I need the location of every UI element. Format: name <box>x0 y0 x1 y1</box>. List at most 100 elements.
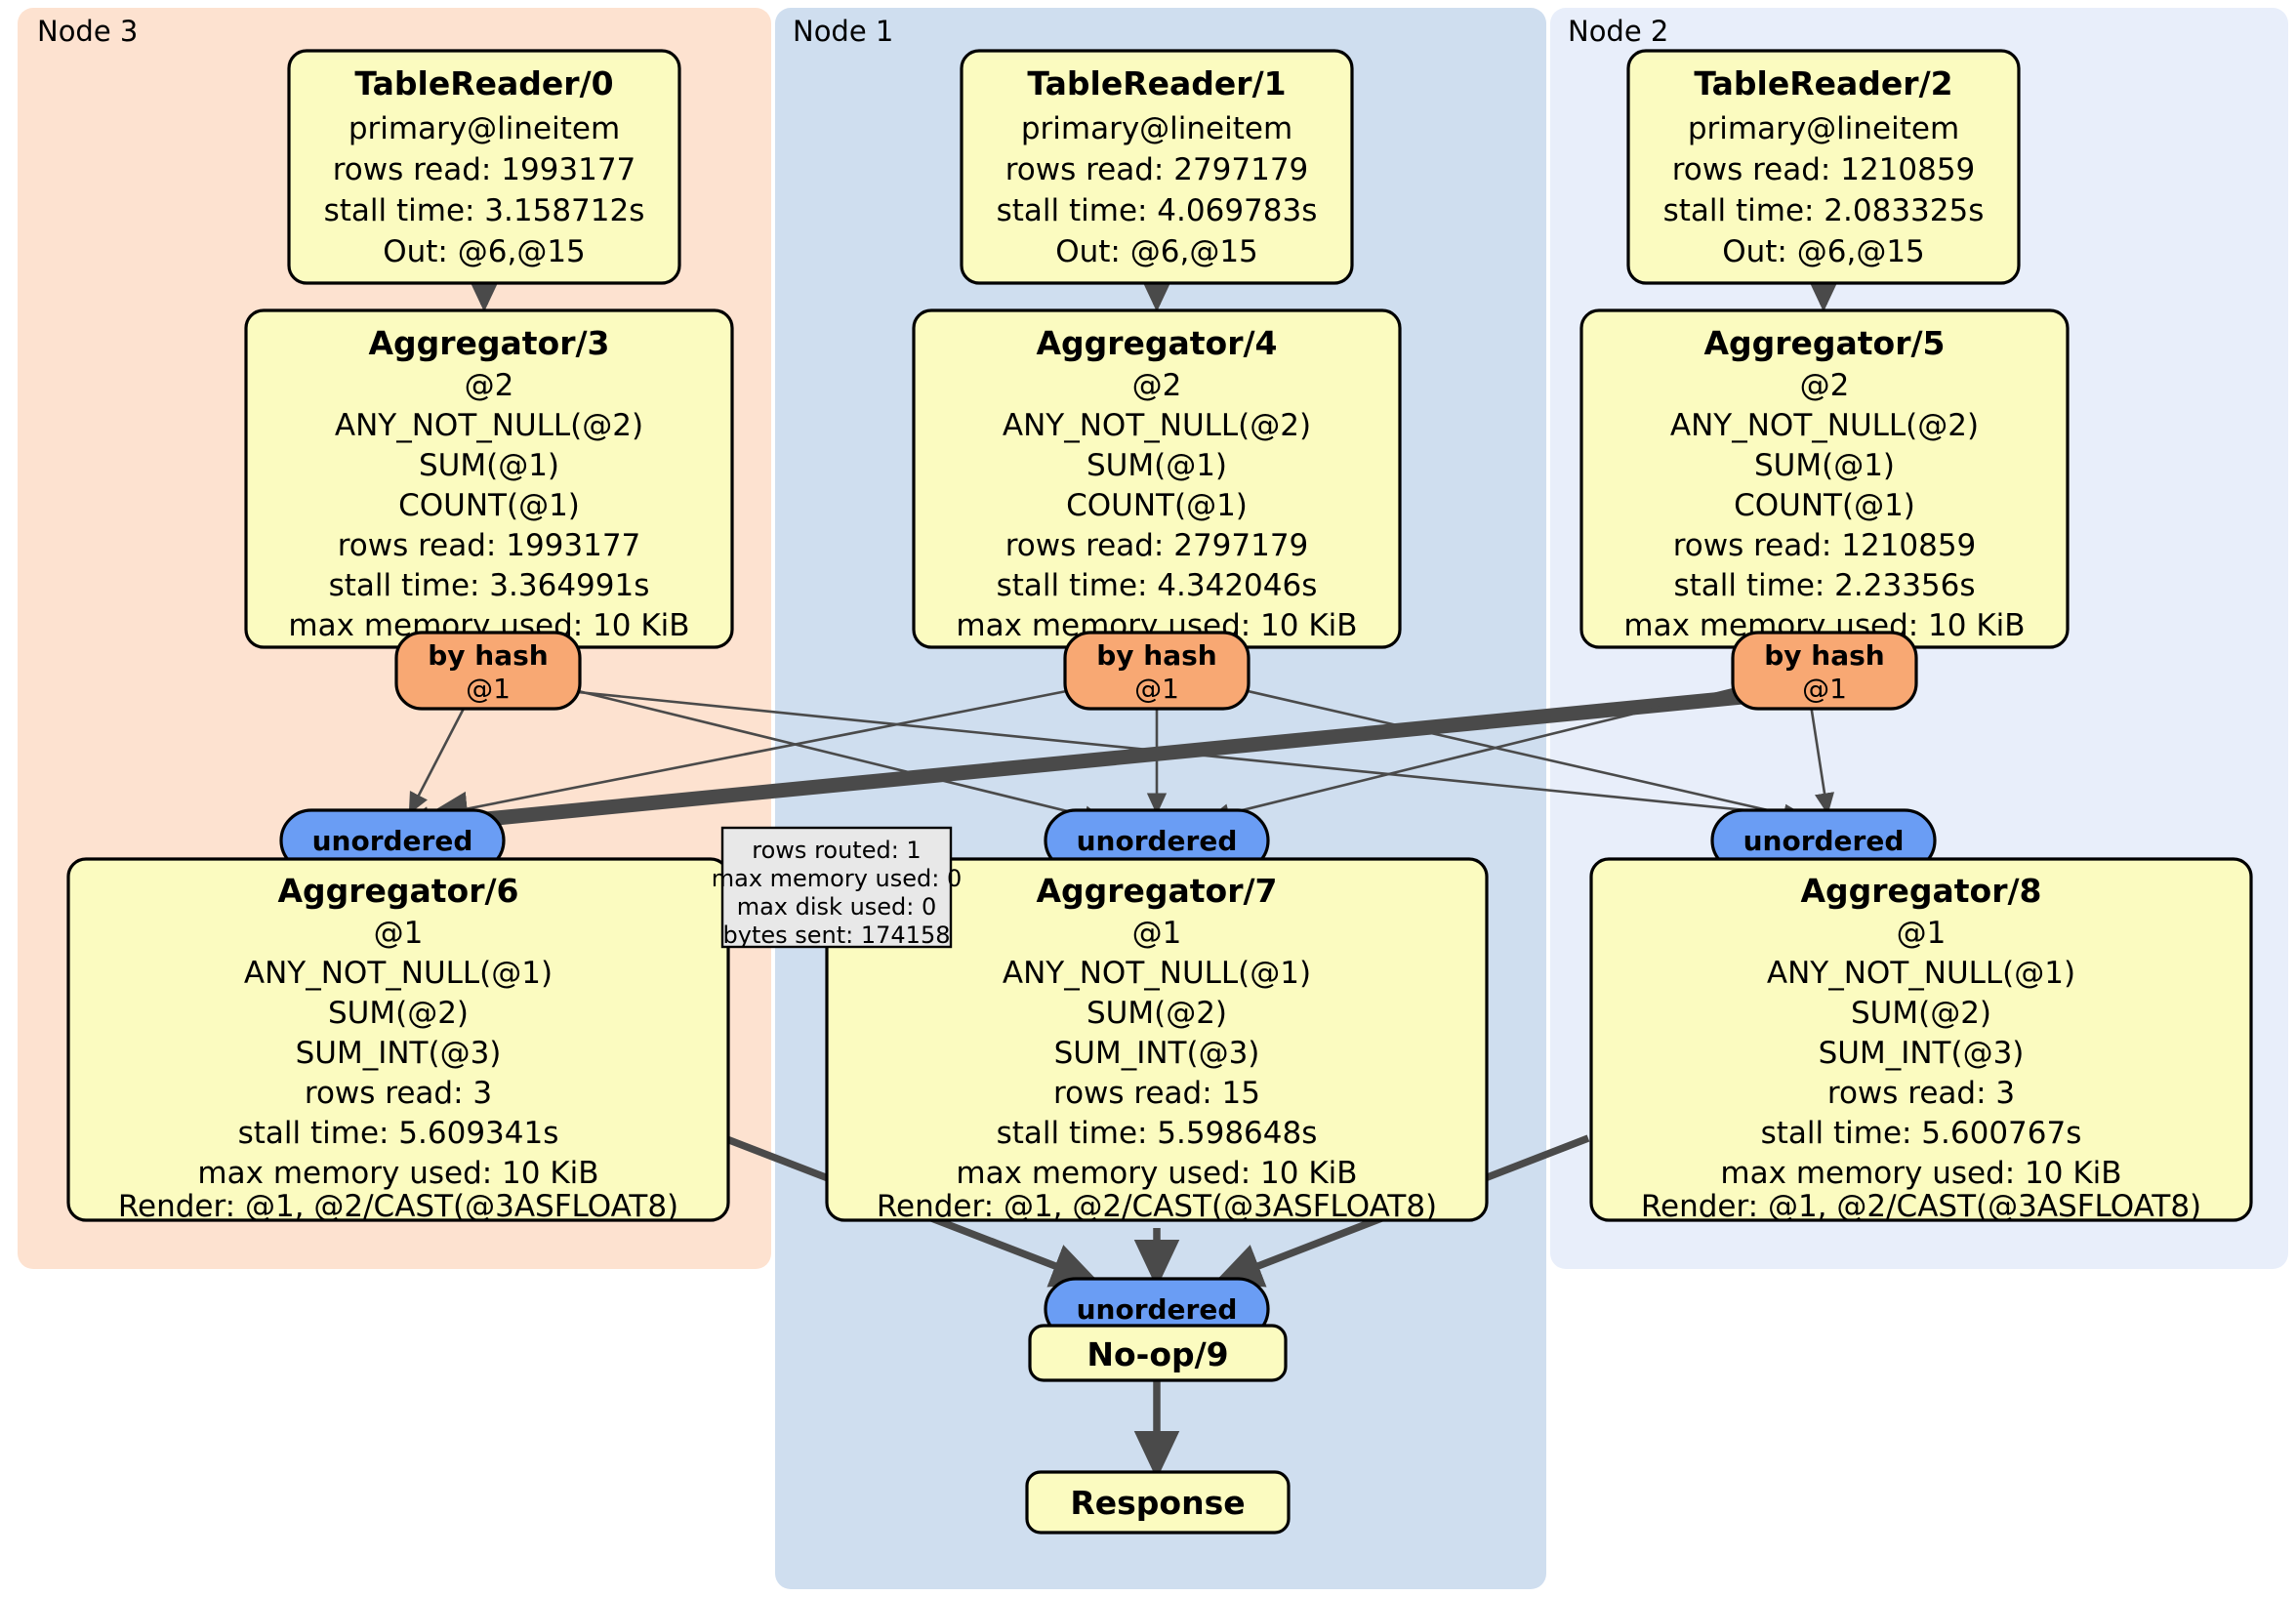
tablereader1-title: TableReader/1 <box>1027 64 1286 102</box>
aggregator8-line-3: SUM_INT(@3) <box>1819 1036 2025 1071</box>
aggregator3-line-4: rows read: 1993177 <box>338 528 641 563</box>
edge-byhash4-unordered6 <box>407 684 1092 827</box>
aggregator4-line-4: rows read: 2797179 <box>1005 528 1309 563</box>
processor-aggregator4[interactable]: Aggregator/4 @2 ANY_NOT_NULL(@2) SUM(@1)… <box>912 308 1402 649</box>
cluster-node2-label: Node 2 <box>1568 15 1668 48</box>
aggregator8-line-0: @1 <box>1897 916 1947 951</box>
byhash5-sub: @1 <box>1802 673 1847 705</box>
aggregator5-line-4: rows read: 1210859 <box>1673 528 1977 563</box>
aggregator3-line-0: @2 <box>465 368 514 403</box>
edge-byhash5-unordered8 <box>1809 704 1835 815</box>
router-byhash5[interactable]: by hash @1 <box>1731 631 1918 711</box>
aggregator6-line-7: Render: @1, @2/CAST(@3ASFLOAT8) <box>118 1189 678 1224</box>
aggregator7-title: Aggregator/7 <box>1036 872 1277 910</box>
aggregator7-line-5: stall time: 5.598648s <box>997 1116 1318 1151</box>
processor-aggregator7[interactable]: Aggregator/7 @1 ANY_NOT_NULL(@1) SUM(@2)… <box>825 857 1489 1224</box>
noop9-title: No-op/9 <box>1086 1335 1228 1373</box>
aggregator7-line-4: rows read: 15 <box>1053 1076 1260 1111</box>
unordered6-label: unordered <box>312 825 473 857</box>
edge-byhash4-unordered8 <box>1221 683 1805 824</box>
processor-tablereader1[interactable]: TableReader/1 primary@lineitem rows read… <box>960 49 1354 285</box>
cluster-node3-label: Node 3 <box>37 15 138 48</box>
aggregator8-line-5: stall time: 5.600767s <box>1761 1116 2082 1151</box>
aggregator7-line-1: ANY_NOT_NULL(@1) <box>1003 956 1311 991</box>
unordered7-label: unordered <box>1077 825 1238 857</box>
tooltip-line-0: rows routed: 1 <box>752 837 921 864</box>
aggregator7-line-6: max memory used: 10 KiB <box>956 1156 1357 1191</box>
tablereader1-line-2: stall time: 4.069783s <box>997 193 1318 228</box>
aggregator6-line-3: SUM_INT(@3) <box>296 1036 502 1071</box>
processor-aggregator5[interactable]: Aggregator/5 @2 ANY_NOT_NULL(@2) SUM(@1)… <box>1579 308 2070 649</box>
tablereader0-line-0: primary@lineitem <box>348 111 620 146</box>
aggregator5-line-0: @2 <box>1800 368 1850 403</box>
tablereader0-title: TableReader/0 <box>354 64 613 102</box>
tablereader0-line-3: Out: @6,@15 <box>383 234 586 269</box>
aggregator7-line-0: @1 <box>1132 916 1182 951</box>
aggregator6-line-0: @1 <box>374 916 424 951</box>
edge-byhash5-unordered6 <box>407 687 1764 850</box>
unordered9-label: unordered <box>1077 1293 1238 1326</box>
stream-stats-tooltip: rows routed: 1 max memory used: 0 max di… <box>712 826 963 949</box>
aggregator8-line-1: ANY_NOT_NULL(@1) <box>1767 956 2075 991</box>
synchronizer-unordered8[interactable]: unordered <box>1710 808 1937 873</box>
tooltip-line-2: max disk used: 0 <box>737 893 937 921</box>
aggregator6-title: Aggregator/6 <box>277 872 518 910</box>
synchronizer-unordered7[interactable]: unordered <box>1044 808 1270 873</box>
aggregator4-title: Aggregator/4 <box>1036 324 1277 362</box>
aggregator8-line-2: SUM(@2) <box>1851 996 1991 1031</box>
processor-tablereader2[interactable]: TableReader/2 primary@lineitem rows read… <box>1626 49 2021 285</box>
edge-byhash5-unordered7 <box>1208 681 1758 824</box>
processor-response[interactable]: Response <box>1025 1470 1291 1535</box>
aggregator5-line-5: stall time: 2.23356s <box>1673 568 1975 603</box>
aggregator5-title: Aggregator/5 <box>1703 324 1945 362</box>
tablereader2-title: TableReader/2 <box>1694 64 1952 102</box>
processor-aggregator3[interactable]: Aggregator/3 @2 ANY_NOT_NULL(@2) SUM(@1)… <box>244 308 734 649</box>
byhash4-sub: @1 <box>1134 673 1179 705</box>
aggregator7-line-2: SUM(@2) <box>1086 996 1227 1031</box>
byhash3-title: by hash <box>428 639 548 672</box>
processor-tablereader0[interactable]: TableReader/0 primary@lineitem rows read… <box>287 49 681 285</box>
synchronizer-unordered6[interactable]: unordered <box>279 808 506 873</box>
aggregator8-line-7: Render: @1, @2/CAST(@3ASFLOAT8) <box>1641 1189 2201 1224</box>
tablereader2-line-1: rows read: 1210859 <box>1672 152 1976 187</box>
aggregator4-line-2: SUM(@1) <box>1086 448 1227 483</box>
byhash4-title: by hash <box>1096 639 1216 672</box>
aggregator4-line-3: COUNT(@1) <box>1066 488 1248 523</box>
processor-aggregator8[interactable]: Aggregator/8 @1 ANY_NOT_NULL(@1) SUM(@2)… <box>1589 857 2253 1224</box>
tablereader1-line-0: primary@lineitem <box>1021 111 1292 146</box>
aggregator3-line-2: SUM(@1) <box>419 448 559 483</box>
aggregator3-line-3: COUNT(@1) <box>398 488 580 523</box>
aggregator8-line-4: rows read: 3 <box>1827 1076 2015 1111</box>
processor-noop9[interactable]: No-op/9 <box>1028 1324 1288 1382</box>
router-byhash3[interactable]: by hash @1 <box>394 631 582 711</box>
tablereader1-line-3: Out: @6,@15 <box>1055 234 1258 269</box>
byhash3-sub: @1 <box>466 673 511 705</box>
aggregator8-line-6: max memory used: 10 KiB <box>1720 1156 2121 1191</box>
aggregator7-line-7: Render: @1, @2/CAST(@3ASFLOAT8) <box>877 1189 1437 1224</box>
response-title: Response <box>1070 1484 1245 1522</box>
tooltip-line-1: max memory used: 0 <box>712 865 963 892</box>
aggregator5-line-1: ANY_NOT_NULL(@2) <box>1670 408 1979 443</box>
aggregator3-title: Aggregator/3 <box>368 324 609 362</box>
router-byhash4[interactable]: by hash @1 <box>1063 631 1250 711</box>
aggregator6-line-2: SUM(@2) <box>328 996 469 1031</box>
tooltip-line-3: bytes sent: 174158 <box>723 921 951 949</box>
aggregator5-line-3: COUNT(@1) <box>1734 488 1915 523</box>
aggregator6-line-1: ANY_NOT_NULL(@1) <box>244 956 553 991</box>
tablereader2-line-3: Out: @6,@15 <box>1722 234 1925 269</box>
aggregator8-title: Aggregator/8 <box>1800 872 2041 910</box>
aggregator4-line-1: ANY_NOT_NULL(@2) <box>1003 408 1311 443</box>
cluster-node1-label: Node 1 <box>793 15 893 48</box>
aggregator3-line-1: ANY_NOT_NULL(@2) <box>335 408 643 443</box>
processor-aggregator6[interactable]: Aggregator/6 @1 ANY_NOT_NULL(@1) SUM(@2)… <box>66 857 730 1224</box>
aggregator5-line-2: SUM(@1) <box>1754 448 1895 483</box>
aggregator4-line-0: @2 <box>1132 368 1182 403</box>
aggregator6-line-4: rows read: 3 <box>305 1076 492 1111</box>
byhash5-title: by hash <box>1764 639 1884 672</box>
tablereader0-line-1: rows read: 1993177 <box>333 152 636 187</box>
tablereader0-line-2: stall time: 3.158712s <box>324 193 645 228</box>
unordered8-label: unordered <box>1743 825 1905 857</box>
aggregator7-line-3: SUM_INT(@3) <box>1054 1036 1260 1071</box>
tablereader2-line-0: primary@lineitem <box>1688 111 1959 146</box>
